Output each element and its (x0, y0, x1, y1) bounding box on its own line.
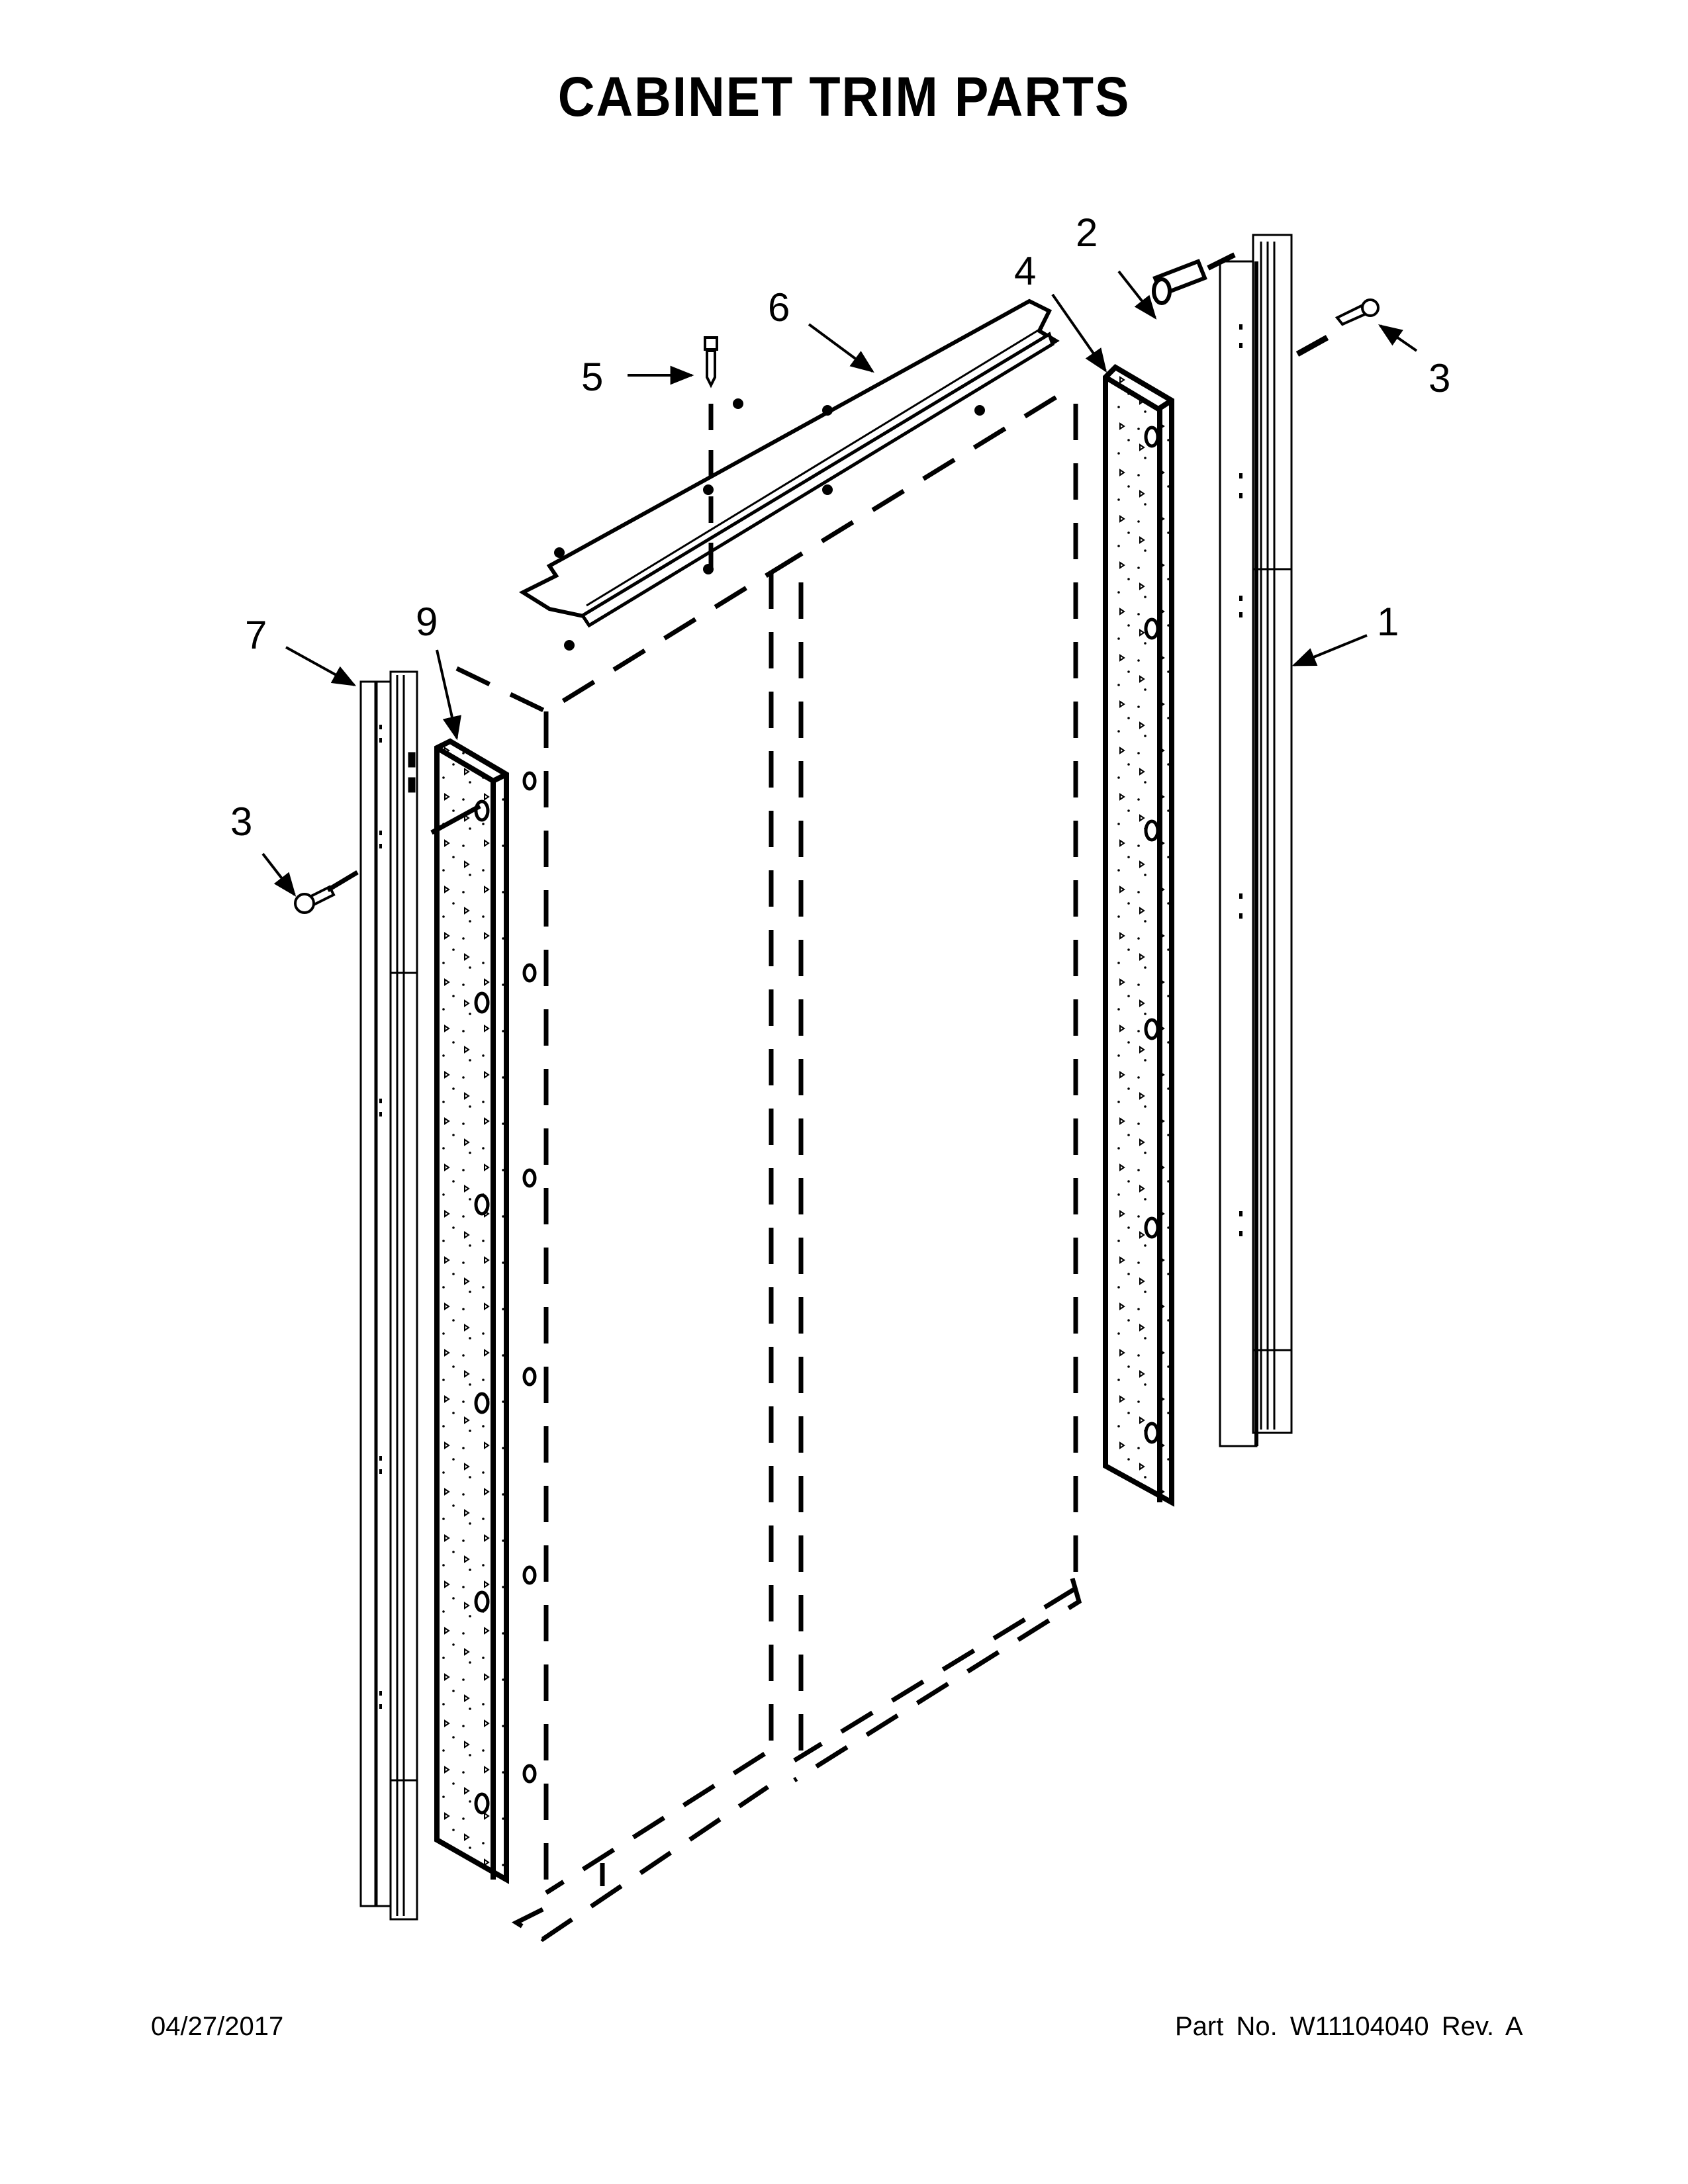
callout-2: 2 (1076, 210, 1098, 255)
page-title: CABINET TRIM PARTS (557, 66, 1131, 128)
footer-date: 04/27/2017 (151, 2012, 284, 2041)
screw-part-3-left (294, 870, 359, 914)
channel-trim-part-7 (359, 670, 418, 1921)
callout-labels: 1 2 3 3 4 5 6 7 9 (230, 210, 1450, 844)
callout-5: 5 (581, 355, 603, 399)
screw-part-3-right (1295, 298, 1380, 357)
callout-3-left: 3 (230, 799, 252, 844)
cabinet-outline-dashed (455, 385, 1082, 1942)
channel-trim-part-1 (1219, 234, 1293, 1447)
spacer-part-2 (1152, 252, 1236, 305)
callout-6: 6 (768, 285, 790, 330)
top-trim-part-6 (518, 298, 1060, 651)
foam-strip-part-9 (430, 738, 537, 1884)
callout-7: 7 (245, 613, 267, 657)
callout-3-right: 3 (1429, 356, 1450, 400)
leader-arrows (261, 270, 1418, 897)
callout-9: 9 (416, 600, 438, 644)
screw-part-5 (704, 336, 718, 569)
callout-4: 4 (1014, 249, 1036, 293)
callout-1: 1 (1377, 600, 1399, 644)
foam-strip-part-4 (1103, 363, 1174, 1507)
footer-part-number: Part No. W11104040 Rev. A (1175, 2012, 1523, 2041)
